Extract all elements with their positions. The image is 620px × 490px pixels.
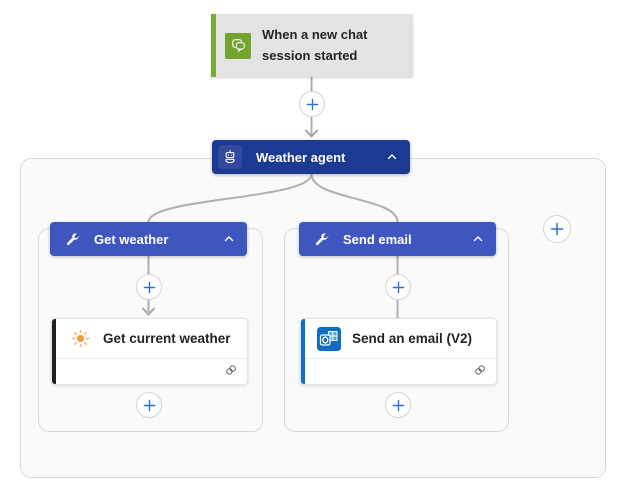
trigger-accent-bar (211, 14, 216, 77)
trigger-node[interactable]: When a new chat session started (211, 14, 413, 77)
card-accent-bar (301, 319, 305, 384)
card-accent-bar (52, 319, 56, 384)
connection-icon (473, 363, 487, 382)
insert-in-get-weather-button[interactable] (136, 274, 162, 300)
chevron-up-icon (224, 236, 234, 242)
insert-below-email-action-button[interactable] (385, 392, 411, 418)
action-card-get-current-weather[interactable]: Get current weather (51, 318, 248, 385)
insert-below-weather-action-button[interactable] (136, 392, 162, 418)
sun-icon (68, 327, 92, 351)
add-branch-button[interactable] (543, 215, 571, 243)
action-label: Send an email (V2) (352, 331, 473, 346)
action-card-send-an-email[interactable]: Send an email (V2) (300, 318, 497, 385)
get-weather-header[interactable]: Get weather (50, 222, 247, 256)
branch-label: Send email (343, 231, 412, 247)
agent-node[interactable]: Weather agent (212, 140, 410, 174)
insert-in-send-email-button[interactable] (385, 274, 411, 300)
agent-label: Weather agent (256, 149, 346, 165)
outlook-icon (317, 326, 341, 351)
chat-bubbles-icon (225, 32, 251, 59)
trigger-label: When a new chat session started (262, 26, 368, 63)
action-label: Get current weather (103, 331, 231, 346)
arrowhead-to-agent (305, 129, 318, 138)
branch-label: Get weather (94, 231, 169, 247)
insert-after-trigger-button[interactable] (299, 91, 325, 117)
get-weather-collapse-button[interactable] (217, 227, 241, 251)
wrench-icon (314, 232, 329, 247)
agent-collapse-button[interactable] (380, 145, 404, 169)
robot-icon (218, 145, 242, 169)
chevron-up-icon (473, 236, 483, 242)
chevron-up-icon (387, 154, 397, 160)
wrench-icon (65, 232, 80, 247)
connection-icon (224, 363, 238, 382)
send-email-collapse-button[interactable] (466, 227, 490, 251)
send-email-header[interactable]: Send email (299, 222, 496, 256)
